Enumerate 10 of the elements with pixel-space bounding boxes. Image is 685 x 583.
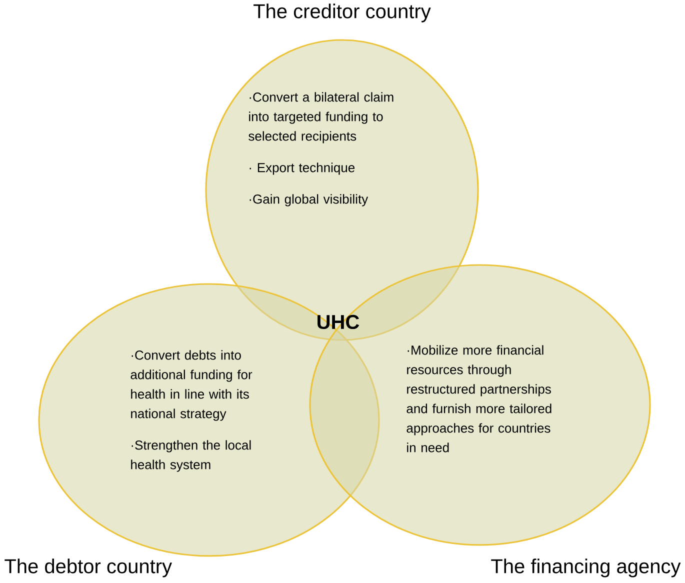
- bullet-text: · Export technique: [250, 162, 355, 175]
- heading: The creditor country: [254, 4, 431, 22]
- bullet-text: ·Gain global visibility: [250, 194, 368, 206]
- heading: The debtor country: [4, 558, 172, 578]
- bullet-text: ·Strengthen the local health system: [131, 440, 251, 472]
- bullet-text: ·Mobilize more financial resources through restructured partnerships and furnish more tailored approaches for countries in need: [406, 345, 552, 452]
- bullet-text: ·Convert a bilateral claim into targeted funding to selected recipients: [248, 92, 394, 144]
- heading: The financing agency: [491, 558, 681, 578]
- venn-circle: [309, 264, 651, 546]
- bullet-text: ·Convert debts into additional funding for health in line with its national strategy: [130, 350, 252, 421]
